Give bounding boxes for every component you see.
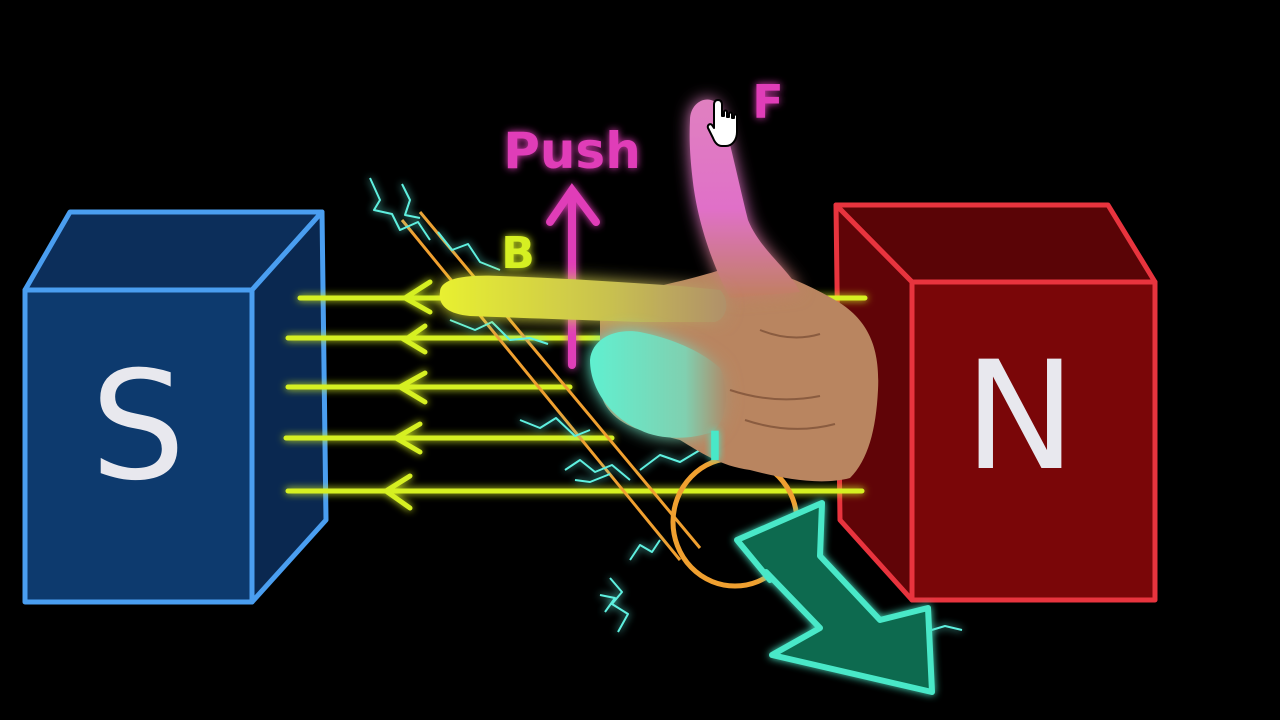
spark <box>369 177 431 241</box>
spark <box>609 577 629 633</box>
force-label: F <box>752 75 783 129</box>
north-pole-letter: N <box>964 330 1076 504</box>
spark <box>599 594 616 613</box>
spark <box>437 231 501 271</box>
electric-sparks <box>369 177 963 633</box>
push-arrow <box>546 183 600 369</box>
field-line <box>283 421 615 455</box>
hand-crease <box>744 419 836 430</box>
spark <box>629 539 661 561</box>
field-line <box>285 473 865 511</box>
hand-middle-finger <box>590 331 727 438</box>
north-magnet: N <box>833 202 1158 603</box>
hand-thumb <box>689 99 800 298</box>
spark <box>401 183 421 219</box>
north-magnet-front-face <box>909 279 1158 603</box>
spark <box>564 459 631 481</box>
hand-crease <box>729 389 821 401</box>
hand-index-finger <box>439 275 727 322</box>
south-magnet: S <box>22 209 329 605</box>
spark <box>449 319 549 345</box>
wire-right-edge <box>418 211 702 549</box>
field-label: B <box>501 228 535 279</box>
push-label: Push <box>503 122 641 180</box>
current-direction-arrow <box>734 500 935 695</box>
right-hand-illustration <box>439 99 879 482</box>
south-magnet-front-face <box>22 287 255 605</box>
south-pole-letter: S <box>90 340 185 514</box>
field-line <box>285 323 603 355</box>
hand-crease <box>759 329 821 339</box>
wire-left-edge <box>400 219 682 561</box>
field-line <box>285 370 573 405</box>
current-label: I <box>708 424 723 470</box>
hand-pointer-cursor-icon <box>706 99 738 147</box>
spark <box>574 473 611 483</box>
spark <box>519 417 591 437</box>
